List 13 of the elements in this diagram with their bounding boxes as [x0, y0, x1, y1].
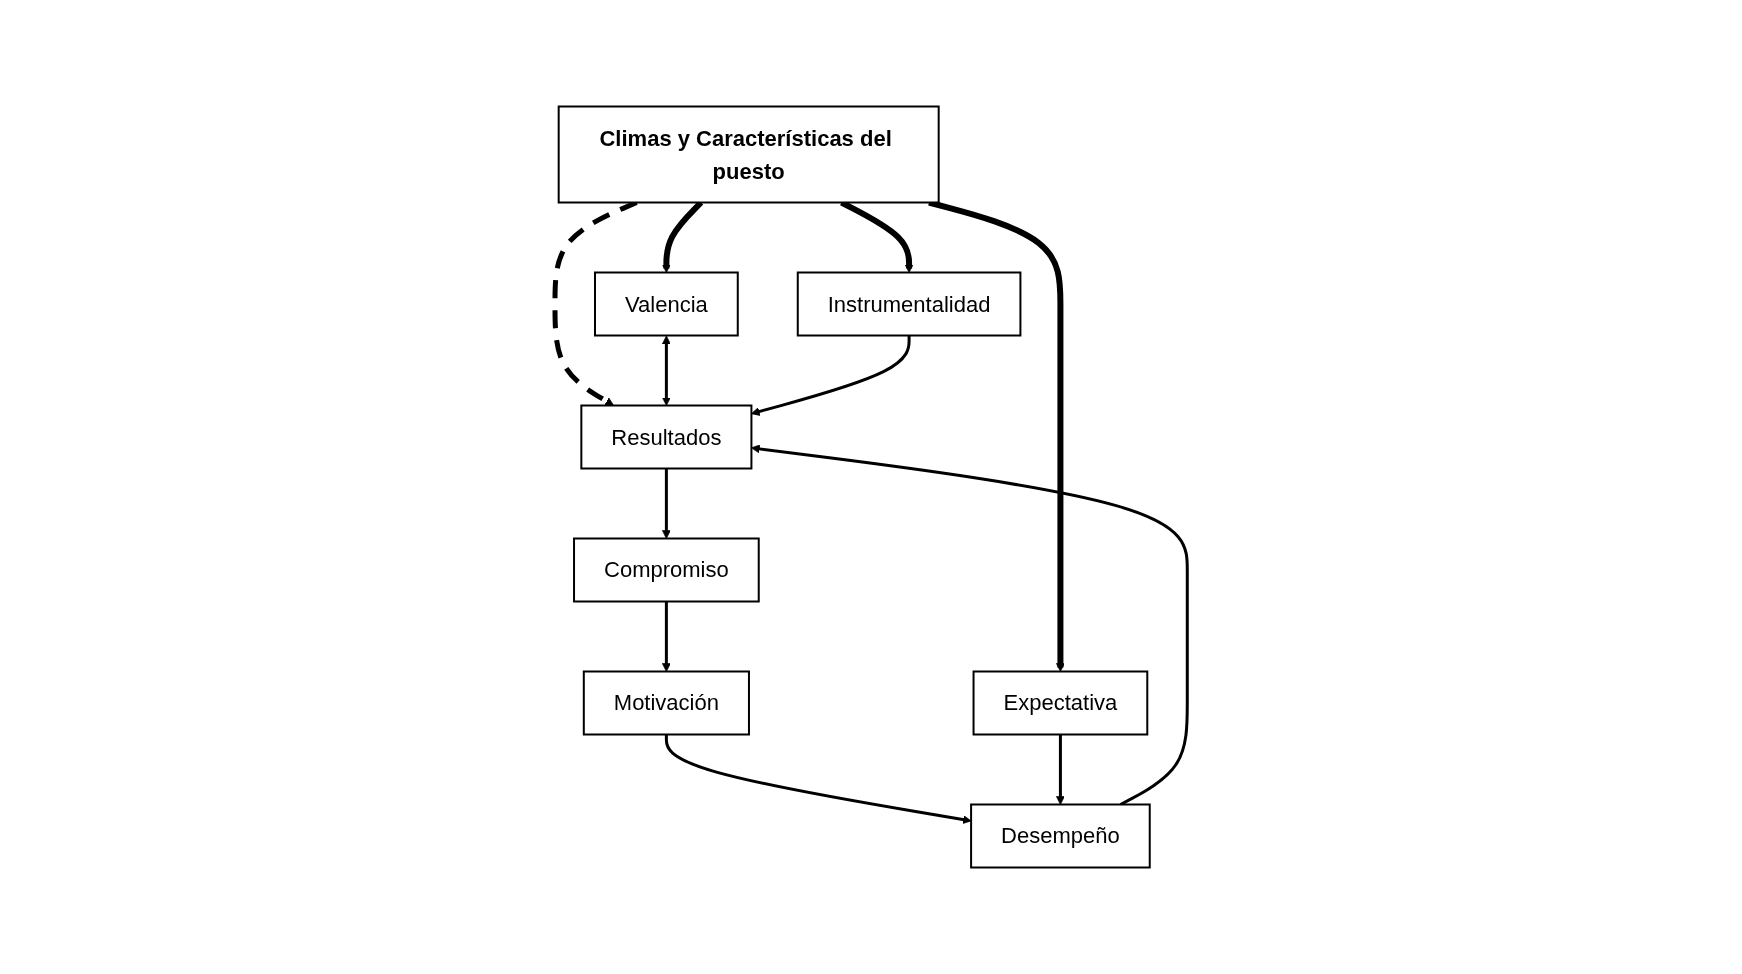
- node-box: Expectativa: [972, 670, 1149, 736]
- node-box: Desempeño: [969, 803, 1151, 869]
- node-box: Instrumentalidad: [796, 271, 1022, 337]
- arrow: [661, 601, 671, 672]
- arrow: [928, 199, 1065, 672]
- arrow: [1055, 734, 1065, 805]
- arrow: [661, 468, 671, 539]
- arrow: [661, 335, 671, 406]
- node-box: Resultados: [580, 404, 753, 470]
- node-box: Motivación: [582, 670, 750, 736]
- node-box: Valencia: [593, 271, 739, 337]
- node-box: Compromiso: [572, 537, 760, 603]
- node-box: Climas y Características del puesto: [557, 105, 940, 204]
